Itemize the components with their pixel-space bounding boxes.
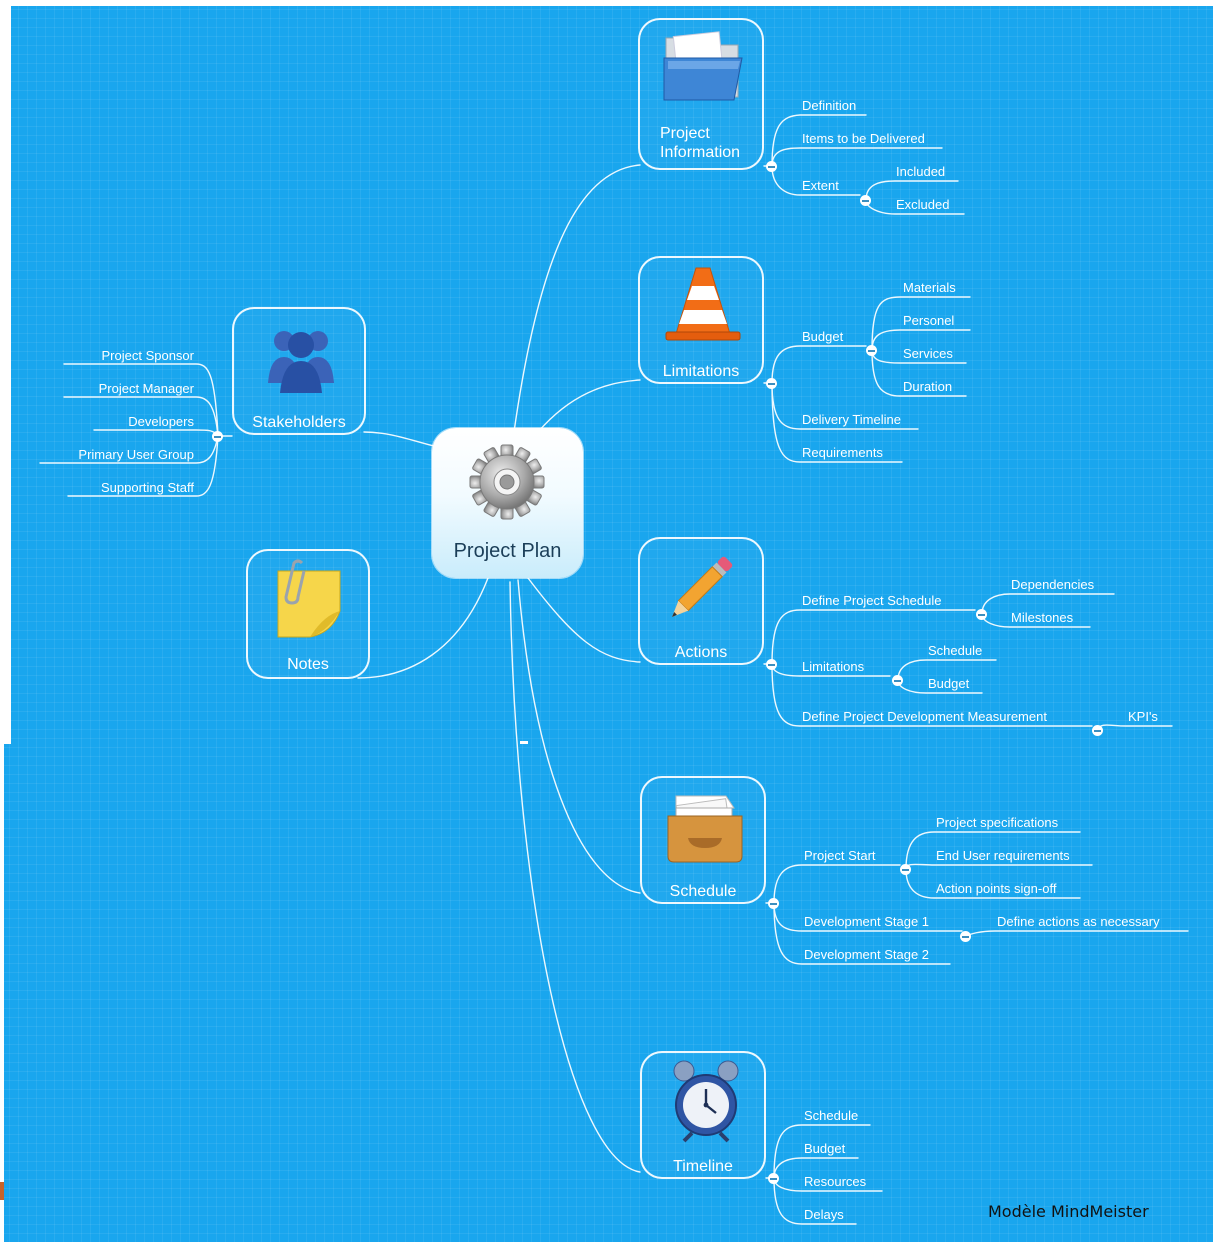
subtopic-schedule[interactable]: Schedule (928, 643, 983, 658)
subtopic-define-project-schedule[interactable]: Define Project Schedule (802, 593, 942, 608)
subtopic-milestones[interactable]: Milestones (1011, 610, 1074, 625)
subtopic-personel[interactable]: Personel (903, 313, 955, 328)
gear-icon (469, 444, 545, 520)
subtopic-limitations[interactable]: Limitations (802, 659, 865, 674)
collapse-toggle[interactable] (766, 378, 777, 389)
top-border (0, 0, 1213, 6)
traffic-cone-icon (665, 267, 741, 341)
subtopic-development-stage-2[interactable]: Development Stage 2 (804, 947, 930, 962)
central-topic-label: Project Plan (453, 540, 562, 562)
subtopic-extent[interactable]: Extent (802, 178, 839, 193)
topic-actions[interactable]: Actions (638, 537, 764, 665)
subtopic-kpis[interactable]: KPI's (1128, 709, 1158, 724)
subtopic-project-specifications[interactable]: Project specifications (936, 815, 1059, 830)
alarm-clock-icon (673, 1060, 739, 1143)
left-border (0, 0, 11, 744)
collapse-toggle[interactable] (212, 431, 223, 442)
topic-label: Project Information (660, 125, 741, 161)
template-credit: Modèle MindMeister (988, 1202, 1149, 1221)
collapse-toggle[interactable] (768, 1173, 779, 1184)
topic-stakeholders[interactable]: Stakeholders (232, 307, 366, 435)
topic-label: Actions (674, 644, 728, 661)
subtopic-development-stage-1[interactable]: Development Stage 1 (804, 914, 930, 929)
subtopic-delivery-timeline[interactable]: Delivery Timeline (802, 412, 901, 427)
folder-icon (663, 31, 743, 101)
topic-notes[interactable]: Notes (246, 549, 370, 679)
subtopic-project-start[interactable]: Project Start (804, 848, 876, 863)
subtopic-define-project-development-measurement[interactable]: Define Project Development Measurement (802, 709, 1047, 724)
pencil-icon (672, 556, 733, 617)
edge-marker (0, 1182, 4, 1200)
subtopic-excluded[interactable]: Excluded (896, 197, 950, 212)
subtopic-supporting-staff[interactable]: Supporting Staff (101, 480, 194, 495)
subtopic-budget[interactable]: Budget (804, 1141, 846, 1156)
subtopic-budget[interactable]: Budget (928, 676, 970, 691)
collapse-toggle[interactable] (892, 675, 903, 686)
subtopic-resources[interactable]: Resources (804, 1174, 867, 1189)
subtopic-define-actions-as-necessary[interactable]: Define actions as necessary (997, 914, 1160, 929)
central-topic[interactable]: Project Plan (432, 428, 583, 578)
subtopic-services[interactable]: Services (903, 346, 953, 361)
collapse-toggle[interactable] (860, 195, 871, 206)
subtopic-schedule[interactable]: Schedule (804, 1108, 859, 1123)
image-seam (520, 741, 528, 744)
topic-schedule[interactable]: Schedule (640, 776, 766, 904)
subtopic-dependencies[interactable]: Dependencies (1011, 577, 1095, 592)
left-border-lower (0, 744, 4, 1242)
subtopic-duration[interactable]: Duration (903, 379, 953, 394)
collapse-toggle[interactable] (766, 161, 777, 172)
subtopic-delays[interactable]: Delays (804, 1207, 844, 1222)
topic-label: Schedule (669, 883, 737, 900)
people-icon (268, 331, 334, 393)
topic-timeline[interactable]: Timeline (640, 1051, 766, 1179)
subtopic-included[interactable]: Included (896, 164, 946, 179)
collapse-toggle[interactable] (766, 659, 777, 670)
subtopic-materials[interactable]: Materials (903, 280, 956, 295)
subtopic-definition[interactable]: Definition (802, 98, 857, 113)
topic-label: Stakeholders (252, 414, 346, 431)
subtopic-project-manager[interactable]: Project Manager (98, 381, 194, 396)
subtopic-developers[interactable]: Developers (128, 414, 194, 429)
subtopic-action-points-sign-off[interactable]: Action points sign-off (936, 881, 1057, 896)
collapse-toggle[interactable] (768, 898, 779, 909)
collapse-toggle[interactable] (900, 864, 911, 875)
subtopic-project-sponsor[interactable]: Project Sponsor (101, 348, 195, 363)
inbox-tray-icon (667, 795, 743, 863)
topic-limitations[interactable]: Limitations (638, 256, 764, 384)
collapse-toggle[interactable] (976, 609, 987, 620)
subtopic-primary-user-group[interactable]: Primary User Group (78, 447, 194, 462)
collapse-toggle[interactable] (866, 345, 877, 356)
topic-label: Timeline (673, 1158, 733, 1175)
collapse-toggle[interactable] (960, 931, 971, 942)
subtopic-items-to-be-delivered[interactable]: Items to be Delivered (802, 131, 925, 146)
subtopic-requirements[interactable]: Requirements (802, 445, 883, 460)
topic-label: Notes (287, 656, 329, 673)
topic-label: Limitations (662, 363, 740, 380)
subtopic-end-user-requirements[interactable]: End User requirements (936, 848, 1070, 863)
subtopic-budget[interactable]: Budget (802, 329, 844, 344)
sticky-note-icon (277, 559, 341, 638)
topic-project-information[interactable]: Project Information (638, 18, 764, 170)
collapse-toggle[interactable] (1092, 725, 1103, 736)
